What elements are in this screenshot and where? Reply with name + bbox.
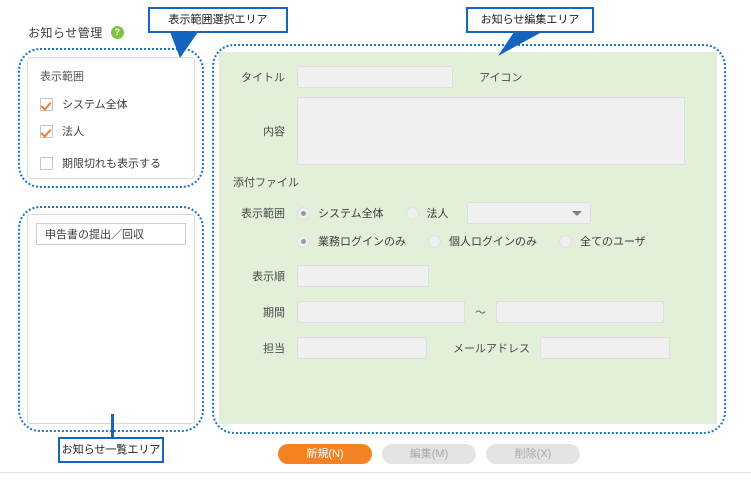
label-icon: アイコン — [479, 72, 523, 84]
row-contact: 担当 メールアドレス — [219, 337, 717, 359]
radio-label-system-all: システム全体 — [318, 208, 384, 220]
radio-corporation[interactable] — [405, 206, 419, 220]
title-input[interactable] — [297, 66, 453, 88]
page-title-text: お知らせ管理 — [28, 26, 103, 40]
radio-label-personal-login: 個人ログインのみ — [449, 236, 537, 248]
radio-label-business-login: 業務ログインのみ — [318, 236, 406, 248]
notice-edit-panel: タイトル アイコン 内容 添付ファイル 表示範囲 システム全体 法人 業務ログイ… — [219, 52, 717, 424]
row-period: 期間 ～ — [219, 301, 717, 323]
period-to-input[interactable] — [496, 301, 664, 323]
delete-button[interactable]: 削除(X) — [486, 444, 580, 464]
radio-item-system-all[interactable]: システム全体 — [297, 205, 384, 221]
radio-personal-login[interactable] — [428, 234, 441, 248]
row-login-radios: 業務ログインのみ 個人ログインのみ 全てのユーザ — [219, 233, 717, 249]
page-title: お知らせ管理 ? — [28, 24, 124, 41]
row-scope-radios: 表示範囲 システム全体 法人 — [219, 202, 717, 224]
notice-list-panel[interactable]: 申告書の提出／回収 — [27, 214, 195, 424]
footer-toolbar: 新規(N) 編集(M) 削除(X) — [0, 438, 751, 481]
list-item[interactable]: 申告書の提出／回収 — [36, 223, 186, 245]
row-attachment: 添付ファイル — [219, 174, 717, 190]
label-content: 内容 — [263, 126, 285, 138]
mail-address-input[interactable] — [540, 337, 670, 359]
radio-label-all-users: 全てのユーザ — [580, 236, 646, 248]
new-button[interactable]: 新規(N) — [278, 444, 372, 464]
radio-item-corporation[interactable]: 法人 — [405, 205, 449, 221]
label-scope: 表示範囲 — [241, 208, 285, 220]
checkbox-show-expired[interactable] — [40, 156, 53, 170]
help-circle-icon[interactable]: ? — [110, 26, 124, 39]
radio-label-corporation: 法人 — [426, 208, 449, 220]
radio-system-all[interactable] — [297, 206, 310, 220]
corporation-select[interactable] — [466, 202, 591, 224]
display-order-input[interactable] — [297, 265, 429, 287]
display-scope-panel-label: 表示範囲 — [40, 71, 84, 83]
radio-item-personal-login[interactable]: 個人ログインのみ — [428, 233, 537, 249]
display-scope-panel: 表示範囲 システム全体 法人 期限切れも表示する — [27, 57, 195, 179]
callout-edit-area: お知らせ編集エリア — [466, 7, 594, 33]
label-title: タイトル — [241, 72, 285, 84]
checkbox-row-system-all[interactable]: システム全体 — [40, 96, 182, 112]
callout-list-area: お知らせ一覧エリア — [58, 437, 164, 463]
checkbox-label-corporation: 法人 — [62, 126, 84, 138]
radio-item-all-users[interactable]: 全てのユーザ — [559, 233, 646, 249]
tantou-input[interactable] — [297, 337, 427, 359]
label-display-order: 表示順 — [252, 271, 285, 283]
period-from-input[interactable] — [297, 301, 465, 323]
radio-item-business-login[interactable]: 業務ログインのみ — [297, 233, 406, 249]
row-title: タイトル アイコン — [219, 66, 717, 88]
checkbox-label-show-expired: 期限切れも表示する — [62, 158, 161, 170]
checkbox-system-all[interactable] — [40, 97, 53, 111]
label-tantou: 担当 — [263, 343, 285, 355]
footer-divider — [0, 472, 751, 473]
row-display-order: 表示順 — [219, 265, 717, 287]
checkbox-row-corporation[interactable]: 法人 — [40, 123, 182, 139]
row-content: 内容 — [219, 97, 717, 165]
callout-scope-area: 表示範囲選択エリア — [148, 7, 288, 33]
radio-all-users[interactable] — [559, 234, 572, 248]
chevron-down-icon — [571, 211, 582, 216]
content-textarea[interactable] — [297, 97, 685, 165]
label-attachment: 添付ファイル — [233, 177, 299, 189]
checkbox-corporation[interactable] — [40, 124, 53, 138]
label-period: 期間 — [263, 307, 285, 319]
checkbox-label-system-all: システム全体 — [62, 99, 128, 111]
radio-business-login[interactable] — [297, 234, 310, 248]
edit-button[interactable]: 編集(M) — [382, 444, 476, 464]
checkbox-row-show-expired[interactable]: 期限切れも表示する — [40, 155, 182, 171]
period-separator: ～ — [475, 307, 486, 319]
label-mail-address: メールアドレス — [453, 343, 530, 355]
